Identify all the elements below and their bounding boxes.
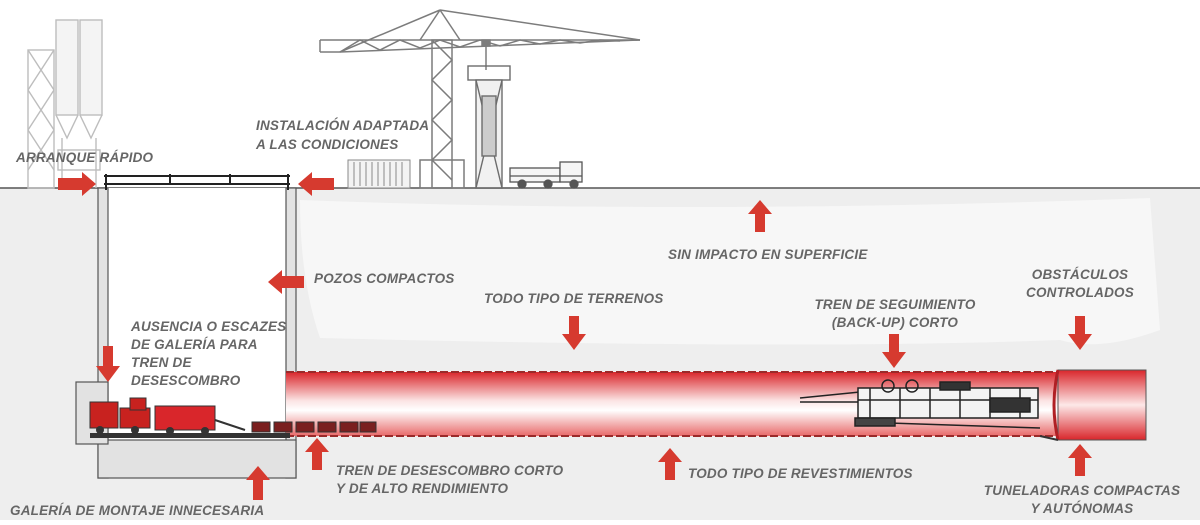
label-backup-line2: (BACK-UP) CORTO: [831, 315, 959, 330]
tower-crane-icon: [319, 9, 641, 189]
muck-train-icon: [89, 397, 377, 435]
label-ausencia-line2: DE GALERÍA PARA: [131, 337, 258, 352]
label-backup-line1: TREN DE SEGUIMIENTO: [814, 297, 976, 312]
label-instalacion-line2: A LAS CONDICIONES: [256, 137, 399, 152]
tunnel-shaft-bottom-band: [90, 433, 290, 438]
label-pozos-compactos: POZOS COMPACTOS: [314, 271, 455, 286]
label-todo-tipo-terrenos: TODO TIPO DE TERRENOS: [484, 291, 664, 306]
container-icon: [347, 159, 411, 189]
silo-plant-icon: [27, 19, 103, 189]
ground-texture: [300, 198, 1160, 345]
label-instalacion-line1: INSTALACIÓN ADAPTADA: [256, 118, 430, 133]
truck-icon: [509, 161, 583, 189]
label-ausencia-line1: AUSENCIA O ESCAZES: [131, 319, 287, 334]
label-tuneladoras-line1: TUNELADORAS COMPACTAS: [983, 483, 1181, 498]
shaft-railing: [104, 174, 290, 190]
label-obstaculos-line1: OBSTÁCULOS: [1031, 267, 1129, 282]
label-tuneladoras-line2: Y AUTÓNOMAS: [1030, 501, 1134, 516]
tbm-cutterhead-icon: [1039, 369, 1147, 441]
label-arranque-rapido: ARRANQUE RÁPIDO: [16, 150, 154, 165]
mixing-tower-icon: [467, 65, 511, 189]
label-galeria-montaje: GALERÍA DE MONTAJE INNECESARIA: [10, 503, 265, 518]
arrow-icon: [58, 172, 1092, 500]
label-ausencia-line4: DESESCOMBRO: [131, 373, 241, 388]
label-revestimientos: TODO TIPO DE REVESTIMIENTOS: [688, 466, 913, 481]
label-sin-impacto: SIN IMPACTO EN SUPERFICIE: [668, 247, 868, 262]
shaft-floor: [97, 439, 297, 479]
label-tren-line2: Y DE ALTO RENDIMIENTO: [336, 481, 509, 496]
label-tren-line1: TREN DE DESESCOMBRO CORTO: [336, 463, 564, 478]
label-ausencia-line3: TREN DE: [131, 355, 192, 370]
label-obstaculos-line2: CONTROLADOS: [1026, 285, 1134, 300]
backup-train-icon: [799, 379, 1041, 429]
